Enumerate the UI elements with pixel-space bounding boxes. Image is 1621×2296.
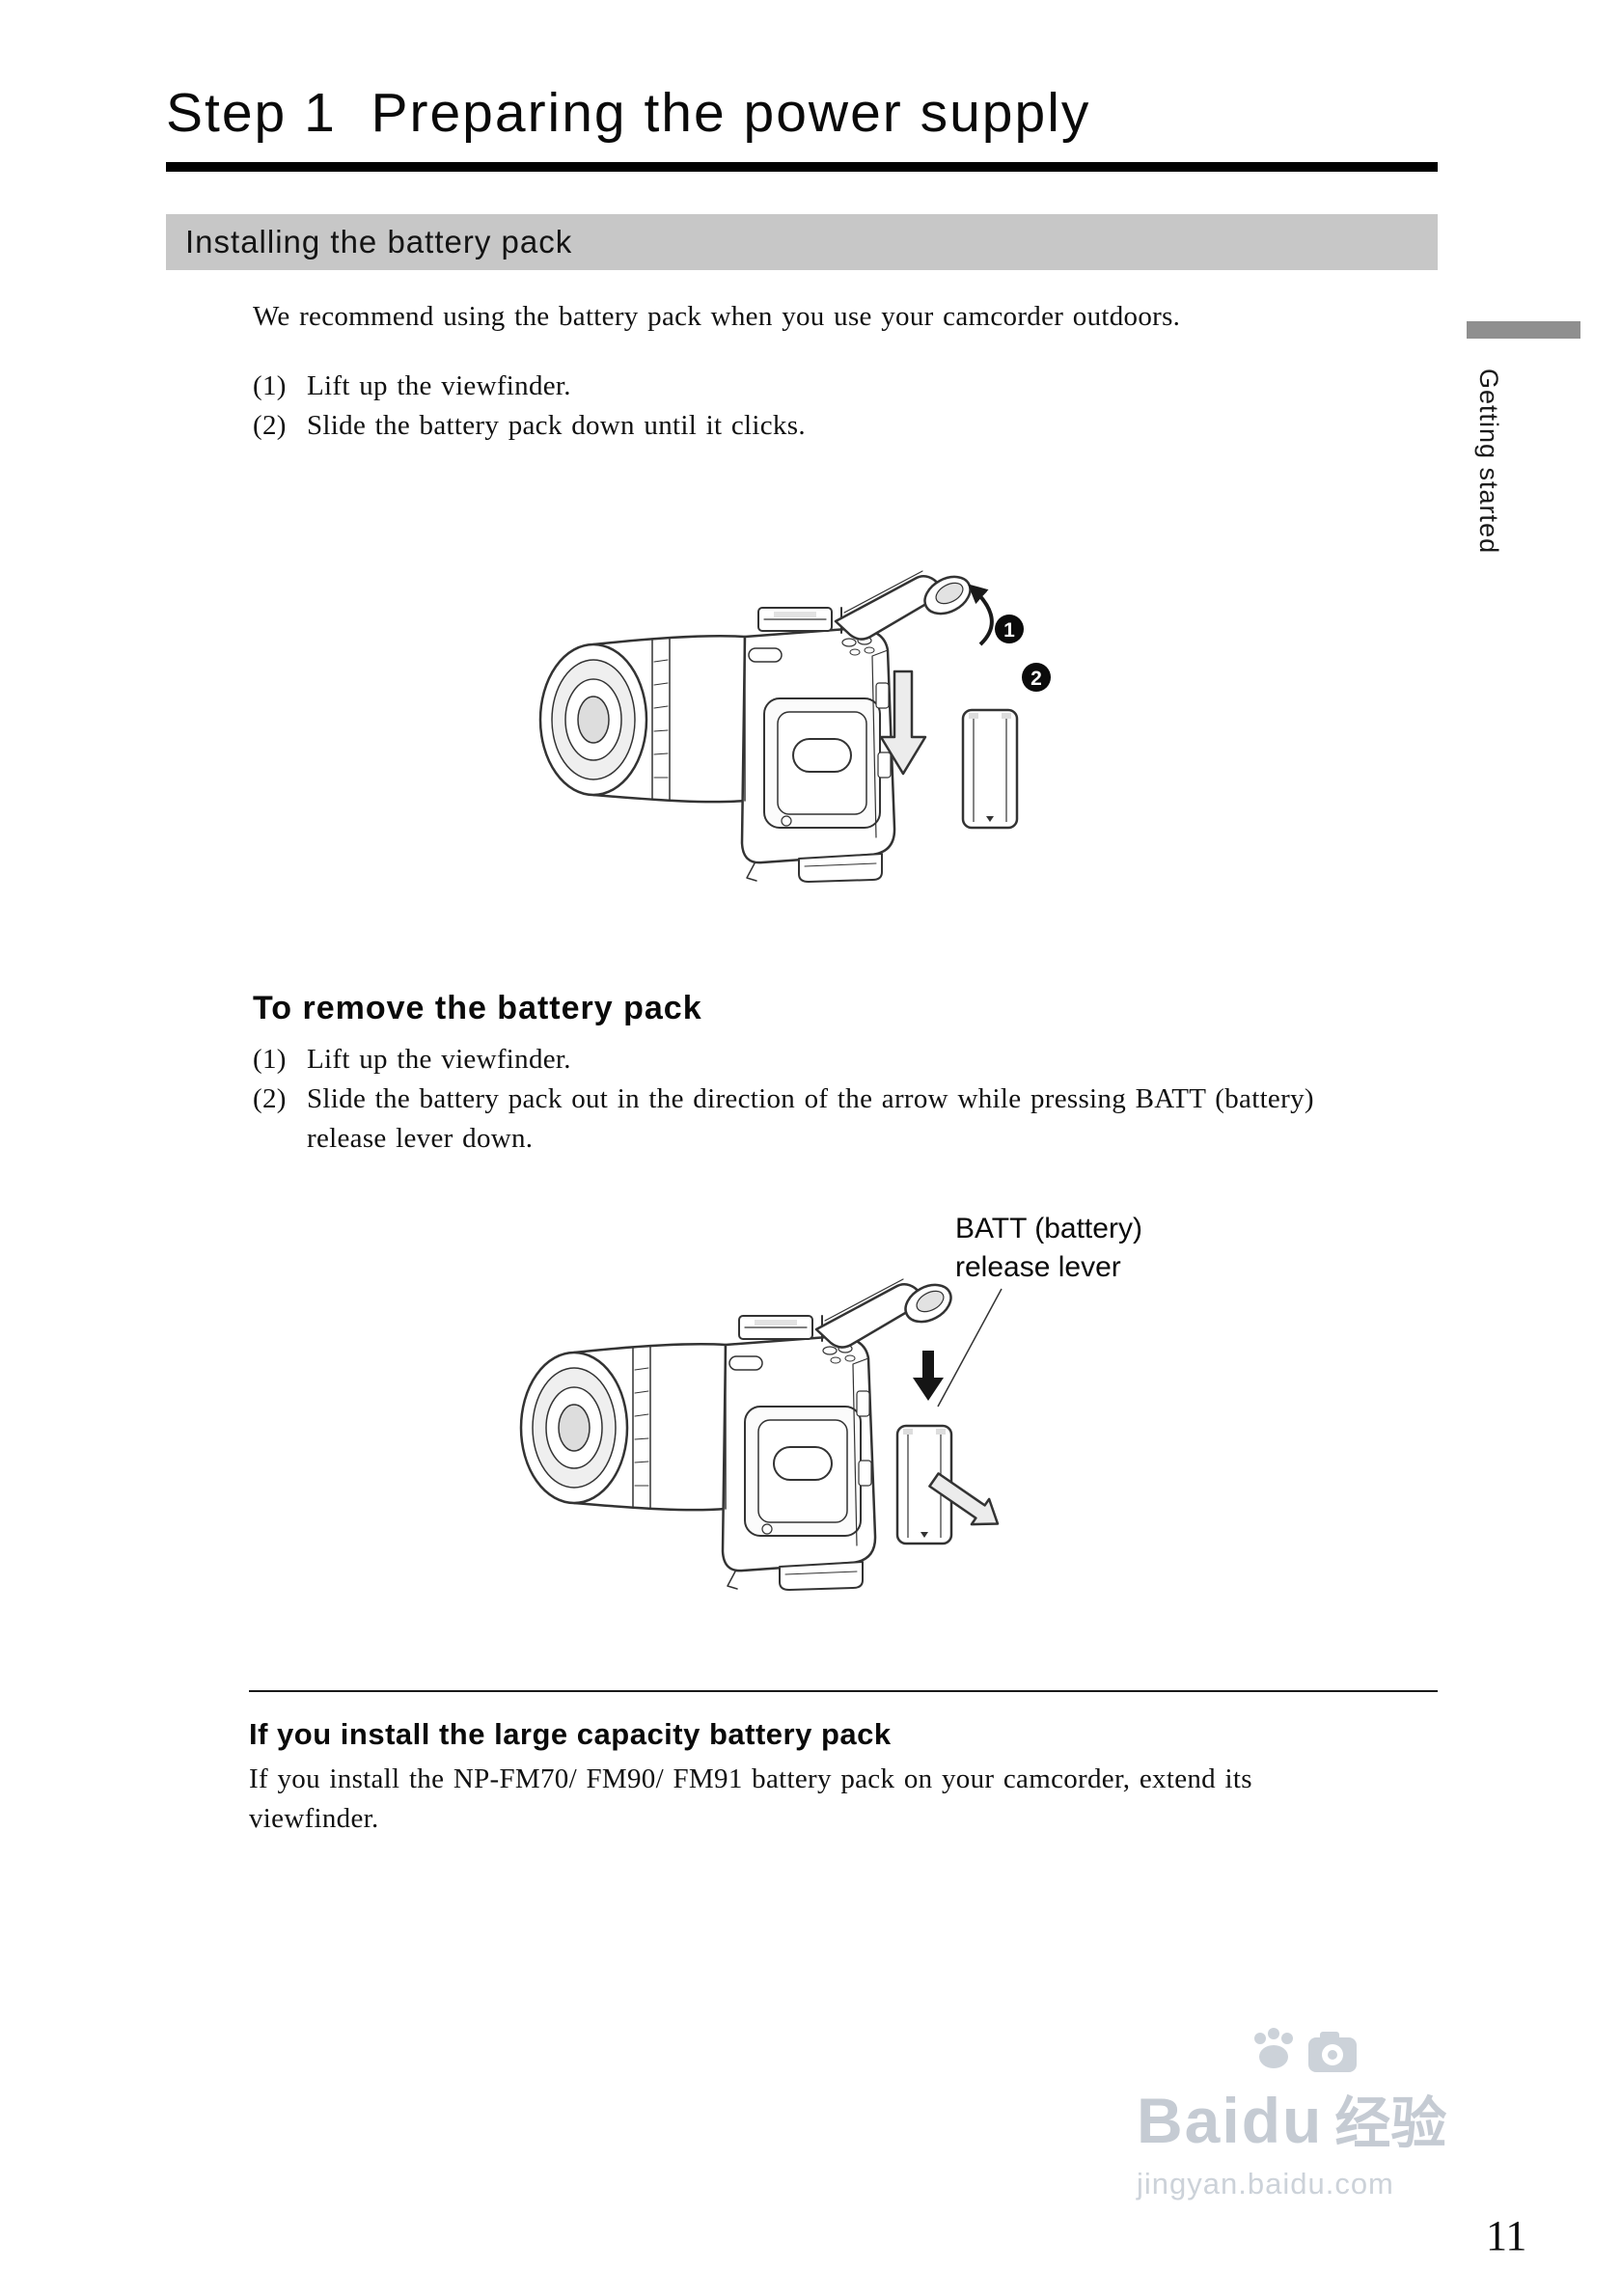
camcorder-illustration: [519, 1276, 959, 1592]
step-item: (2) Slide the battery pack out in the di…: [253, 1080, 1372, 1159]
page-title: Step 1 Preparing the power supply: [166, 82, 1091, 144]
label-pointer-line: [937, 1288, 1003, 1408]
note-text: If you install the NP-FM70/ FM90/ FM91 b…: [249, 1763, 1252, 1834]
step-number: (1): [253, 370, 287, 401]
svg-text:1: 1: [1003, 619, 1015, 642]
title-rule: [166, 162, 1438, 172]
step-item: (1) Lift up the viewfinder.: [253, 1040, 1372, 1080]
lift-arrow-icon: [968, 584, 994, 646]
note-heading: If you install the large capacity batter…: [249, 1717, 892, 1751]
callout-1-badge: 1: [995, 615, 1024, 643]
intro-paragraph: We recommend using the battery pack when…: [253, 301, 1181, 332]
sidebar-section-label: Getting started: [1474, 369, 1503, 555]
watermark-brand-cn: 经验: [1334, 2092, 1447, 2155]
figure-install-battery: 1 2: [482, 529, 1100, 945]
slide-out-arrow-icon: [928, 1472, 1000, 1526]
step-text: Slide the battery pack out in the direct…: [307, 1083, 1314, 1154]
paw-and-camera-icon: [1254, 2028, 1357, 2072]
watermark-url: jingyan.baidu.com: [1137, 2167, 1394, 2200]
camcorder-install-illustration: 1 2: [538, 568, 1051, 884]
page-number: 11: [1486, 2212, 1527, 2259]
slide-down-arrow-icon: [879, 670, 927, 776]
note-divider-rule: [249, 1690, 1438, 1692]
section-banner: Installing the battery pack: [166, 214, 1438, 270]
sidebar-tab-bar: [1467, 321, 1580, 339]
step-number: (2): [253, 410, 287, 441]
install-steps: (1) Lift up the viewfinder. (2) Slide th…: [253, 367, 1391, 446]
remove-heading: To remove the battery pack: [253, 990, 702, 1026]
step-item: (1) Lift up the viewfinder.: [253, 367, 1391, 406]
batt-lever-press-arrow-icon: [913, 1351, 944, 1401]
label-line-2: release lever: [955, 1251, 1121, 1283]
step-text: Lift up the viewfinder.: [307, 370, 571, 401]
camcorder-remove-illustration: [519, 1276, 1003, 1592]
watermark-brand-row: Baidu 经验: [1137, 2078, 1474, 2159]
watermark-logo-icons: [1250, 2026, 1474, 2076]
svg-text:2: 2: [1030, 668, 1042, 690]
step-number: (1): [253, 1044, 287, 1075]
step-number: (2): [253, 1083, 287, 1114]
watermark-brand: Baidu: [1137, 2085, 1324, 2156]
batt-release-lever-label: BATT (battery) release lever: [955, 1210, 1196, 1287]
step-item: (2) Slide the battery pack down until it…: [253, 406, 1391, 446]
label-line-1: BATT (battery): [955, 1213, 1142, 1244]
callout-2-badge: 2: [1022, 663, 1051, 692]
step-text: Slide the battery pack down until it cli…: [307, 410, 806, 441]
step-text: Lift up the viewfinder.: [307, 1044, 571, 1075]
figure-remove-battery: BATT (battery) release lever: [473, 1208, 1206, 1661]
remove-steps: (1) Lift up the viewfinder. (2) Slide th…: [253, 1040, 1372, 1159]
battery-pack-illustration: [961, 708, 1019, 830]
watermark: Baidu 经验 jingyan.baidu.com: [1137, 2026, 1474, 2201]
